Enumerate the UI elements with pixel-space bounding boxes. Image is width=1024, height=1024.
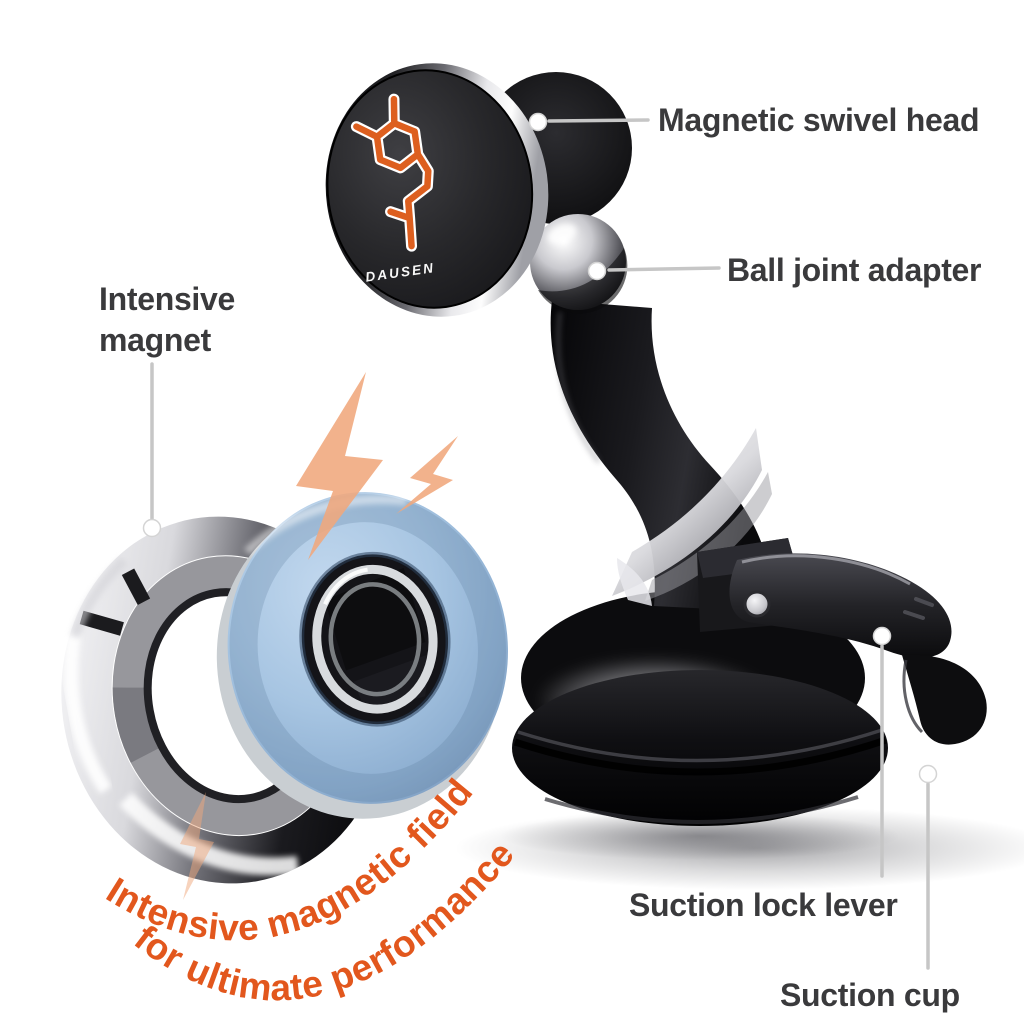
lever-hook [902, 654, 987, 745]
ball-joint [530, 214, 628, 314]
callout-leaders [142, 112, 938, 970]
lightning-bolt-small [396, 436, 458, 514]
callout-magnetic-swivel-head: Magnetic swivel head [658, 102, 980, 138]
suction-lock-lever [697, 538, 987, 745]
stand-neck [550, 300, 773, 612]
leader-dot-lock-lever [872, 626, 892, 646]
callout-ball-joint-adapter: Ball joint adapter [727, 252, 982, 288]
suction-cup-part [512, 670, 888, 826]
lightning-bolt-faded [180, 792, 214, 900]
callout-suction-lock-lever: Suction lock lever [629, 887, 898, 923]
leader-dot-suction-cup [918, 764, 938, 784]
intensive-magnet [216, 492, 508, 819]
leader-dot-swivel-head [528, 112, 548, 132]
suction-base [512, 590, 888, 826]
callout-suction-cup: Suction cup [780, 977, 960, 1013]
lever-arm [729, 553, 952, 658]
leader-swivel-head [547, 118, 650, 123]
leader-dot-magnet [142, 518, 162, 538]
lightning-bolt-large [296, 372, 383, 560]
leader-dot-ball-joint [587, 261, 607, 281]
leader-ball-joint [607, 266, 721, 272]
lightning-bolts-icon [180, 372, 458, 900]
neck-chrome-swoosh [612, 428, 762, 596]
magnetic-swivel-head: DAUSEN [325, 63, 549, 317]
base-shadow-core [500, 812, 900, 860]
lever-pivot-pin [743, 590, 771, 618]
callout-intensive-magnet: Intensive magnet [99, 281, 236, 358]
dausen-logo-icon [350, 93, 434, 252]
